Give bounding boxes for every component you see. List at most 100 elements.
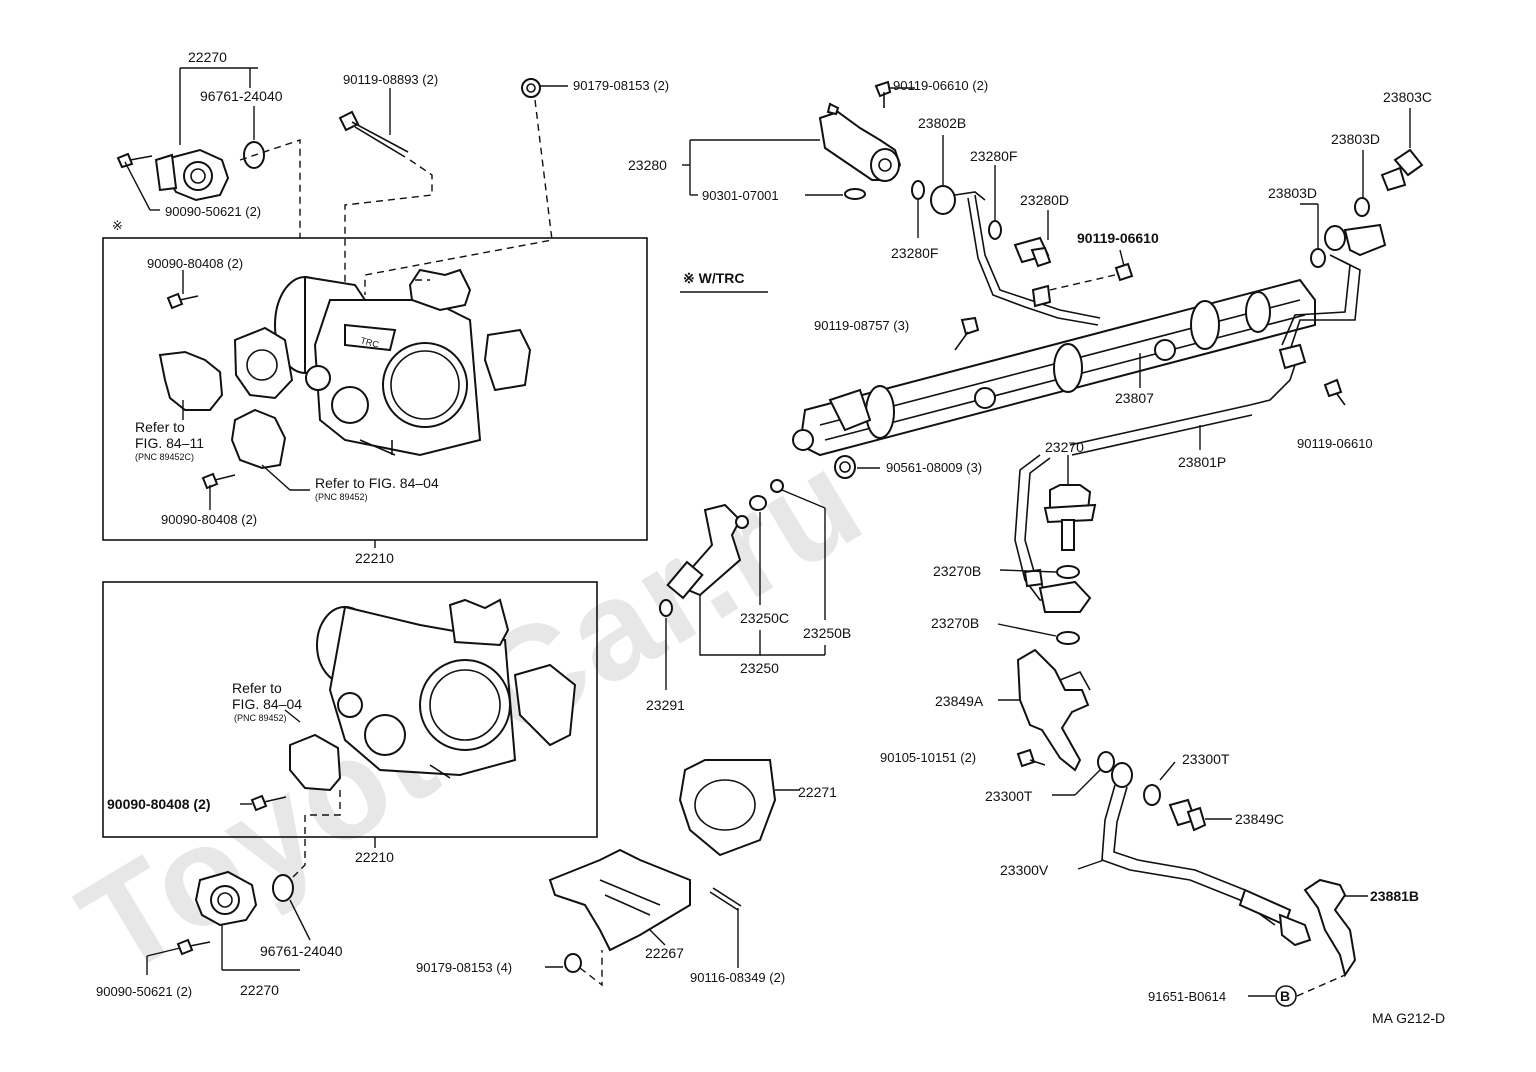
o-ring-96761-bottom <box>272 874 294 902</box>
nut-90179-08153-top <box>521 78 541 98</box>
idle-speed-control-valve-bottom <box>194 870 258 927</box>
label-23803D-b: 23803D <box>1268 185 1317 201</box>
label-23802B: 23802B <box>918 115 966 131</box>
label-90090-80408-c: 90090-80408 (2) <box>107 796 211 812</box>
screw-90090-80408-c <box>250 794 287 812</box>
gasket-23280F-b <box>988 220 1002 240</box>
label-90119-06610-c: 90119-06610 <box>1297 436 1373 451</box>
union-23270 <box>1038 580 1092 613</box>
label-23881B: 23881B <box>1370 888 1419 904</box>
label-refer-84-11-b: FIG. 84–11 <box>135 435 204 451</box>
label-23300T-a: 23300T <box>985 788 1033 804</box>
union-bolt-23803C <box>1380 148 1424 192</box>
label-90119-06610-top: 90119-06610 (2) <box>893 78 988 93</box>
bolt-90119-06610-b <box>1114 262 1134 282</box>
label-23280D: 23280D <box>1020 192 1069 208</box>
label-23300V: 23300V <box>1000 862 1049 878</box>
clamp-23881B <box>1303 878 1357 978</box>
label-90090-50621-top: 90090-50621 (2) <box>165 204 261 219</box>
label-96761-24040-bottom: 96761-24040 <box>260 943 343 959</box>
union-23803D <box>1324 223 1387 257</box>
label-refer-84-11-a: Refer to <box>135 419 185 435</box>
bolt-90119-06610-c <box>1323 378 1346 406</box>
label-23270B-b: 23270B <box>931 615 979 631</box>
label-refer-84-04-trc: Refer to FIG. 84–04 <box>315 475 439 491</box>
label-90105-10151: 90105-10151 (2) <box>880 750 976 765</box>
label-23300T-b: 23300T <box>1182 751 1230 767</box>
gasket-23803D-b <box>1354 197 1370 217</box>
label-23280F-b: 23280F <box>891 245 938 261</box>
label-90119-08757: 90119-08757 (3) <box>814 318 909 333</box>
gasket-23300T-b <box>1143 784 1161 806</box>
label-23250: 23250 <box>740 660 779 676</box>
o-ring-90301-07001 <box>844 188 866 200</box>
label-23270: 23270 <box>1045 439 1084 455</box>
gasket-23803D-a <box>1310 248 1326 268</box>
label-refer-84-04-trc-pnc: (PNC 89452) <box>315 492 368 502</box>
valve-assy-23280 <box>818 102 902 182</box>
bolt-90119-08757 <box>954 316 980 351</box>
screw-90090-50621-top <box>116 152 153 169</box>
label-23807: 23807 <box>1115 390 1154 406</box>
label-90090-80408-b: 90090-80408 (2) <box>161 512 257 527</box>
label-22210-b: 22210 <box>355 849 394 865</box>
label-23250C: 23250C <box>740 610 789 626</box>
label-90301-07001: 90301-07001 <box>702 188 779 203</box>
label-90179-08153-4: 90179-08153 (4) <box>416 960 512 975</box>
label-w-trc: ※ W/TRC <box>683 270 745 286</box>
screw-90090-50621-bottom <box>176 938 211 956</box>
nut-90179-08153-bottom <box>564 953 582 973</box>
bolt-90119-08893 <box>338 110 409 158</box>
diagram-code: MA G212-D <box>1372 1010 1445 1026</box>
gasket-23270B-a <box>1056 565 1080 579</box>
label-23801P: 23801P <box>1178 454 1226 470</box>
label-22270-bottom: 22270 <box>240 982 279 998</box>
bolt-90105-10151 <box>1016 748 1046 768</box>
throttle-body-trc: TRC <box>158 268 532 470</box>
label-90179-08153-2: 90179-08153 (2) <box>573 78 669 93</box>
label-23849A: 23849A <box>935 693 984 709</box>
asterisk-mark: ※ <box>112 218 123 233</box>
gasket-23280F-a <box>911 180 925 200</box>
svg-text:TRC: TRC <box>359 335 380 350</box>
circle-b-label: B <box>1280 988 1290 1004</box>
label-23803D-a: 23803D <box>1331 131 1380 147</box>
screw-90090-80408-a <box>166 292 199 310</box>
clamp-23849A <box>1016 648 1091 772</box>
gasket-23300T-a <box>1097 751 1115 773</box>
fuel-delivery-pipe-23807 <box>792 278 1316 457</box>
label-refer2-b: FIG. 84–04 <box>232 696 302 712</box>
gasket-22271 <box>678 759 777 857</box>
screw-90090-80408-b <box>201 472 236 490</box>
label-23270B-a: 23270B <box>933 563 981 579</box>
label-90090-50621-bottom: 90090-50621 (2) <box>96 984 192 999</box>
label-23849C: 23849C <box>1235 811 1284 827</box>
label-22270-top: 22270 <box>188 49 227 65</box>
label-23280: 23280 <box>628 157 667 173</box>
idle-speed-control-valve-top <box>154 148 230 202</box>
clip-91651-B0614 <box>1275 985 1297 1007</box>
throttle-body-box <box>102 581 598 838</box>
label-90119-06610-b: 90119-06610 <box>1077 230 1159 246</box>
bracket-22267 <box>548 848 691 952</box>
label-90119-08893: 90119-08893 (2) <box>343 72 438 87</box>
label-90090-80408-a: 90090-80408 (2) <box>147 256 243 271</box>
label-23280F-a: 23280F <box>970 148 1017 164</box>
pulsation-damper-23270 <box>1043 484 1097 551</box>
union-bolt-23280D <box>1013 236 1052 268</box>
insulator-23291 <box>659 599 673 617</box>
throttle-body <box>289 598 577 792</box>
stud-90116-08349 <box>709 887 742 911</box>
label-90116-08349: 90116-08349 (2) <box>690 970 785 985</box>
label-96761-24040-top: 96761-24040 <box>200 88 283 104</box>
label-22271: 22271 <box>798 784 837 800</box>
label-23250B: 23250B <box>803 625 851 641</box>
grommet-23250C <box>749 495 767 511</box>
label-90561-08009: 90561-08009 (3) <box>886 460 982 475</box>
fuel-hose-23300V <box>1101 762 1312 947</box>
label-91651-B0614: 91651-B0614 <box>1148 989 1226 1004</box>
union-bolt-23849C <box>1168 798 1207 832</box>
bolt-90119-06610-top <box>874 80 892 108</box>
label-refer-84-11-c: (PNC 89452C) <box>135 452 194 462</box>
